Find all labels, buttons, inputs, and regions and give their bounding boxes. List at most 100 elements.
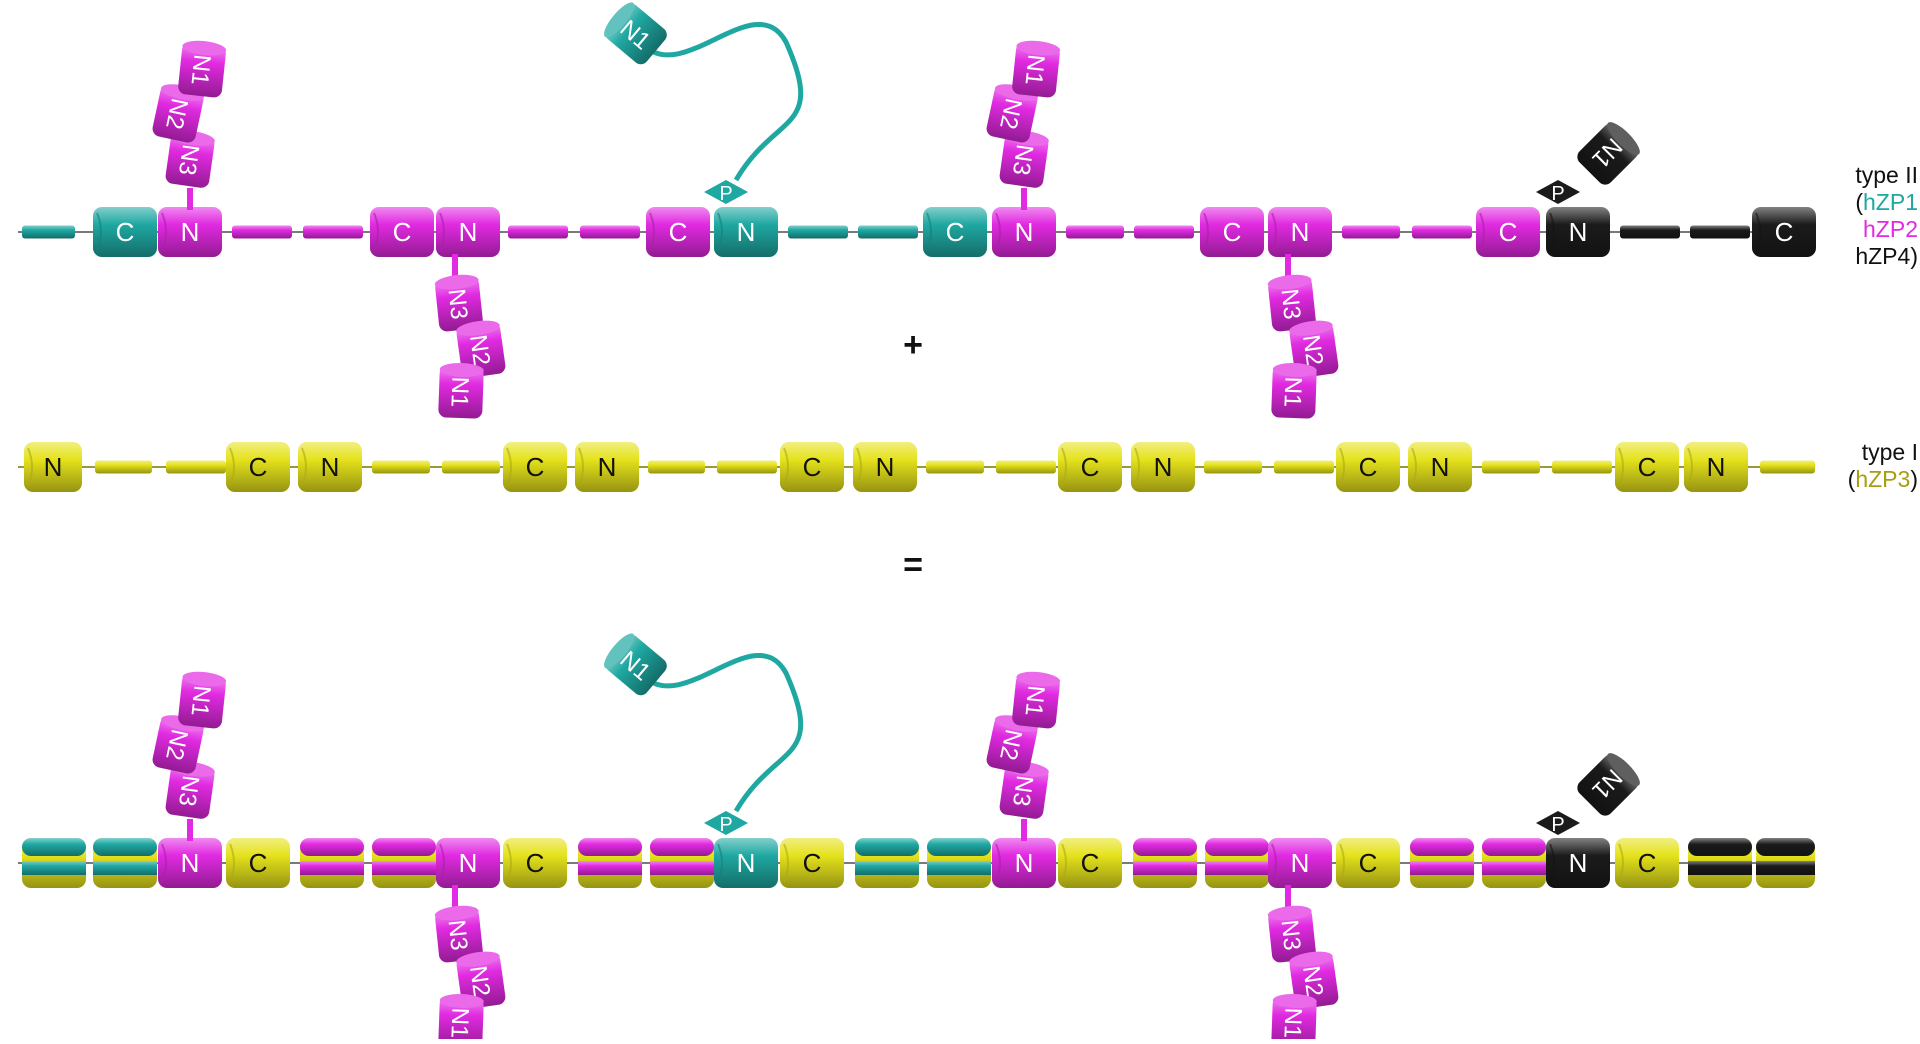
type2-n-domain-0: N — [158, 207, 222, 257]
combined-c-domain-5: C — [1615, 838, 1679, 888]
type2-n-domain-1-label: N — [459, 217, 478, 247]
combined-n-domain-4-label: N — [1291, 848, 1310, 878]
type2-c-domain-3: C — [923, 207, 987, 257]
combined-ext-3-n3-label: N3 — [1007, 774, 1038, 808]
combined-c-domain-3-label: C — [1081, 848, 1100, 878]
combined-n-domain-4: N — [1268, 838, 1332, 888]
combined-pair-1-b — [372, 838, 436, 888]
type2-linker-7 — [1066, 225, 1124, 239]
type1-c-domain-0: C — [226, 442, 290, 492]
type2-ext-5-p-label: P — [1551, 183, 1564, 205]
type1-c-domain-3-label: C — [1081, 452, 1100, 482]
combined-ext-1-n1: N1 — [438, 993, 484, 1044]
type1-n-domain-3-label: N — [876, 452, 895, 482]
combined-n-domain-3: N — [992, 838, 1056, 888]
type2-c-domain-4: C — [1200, 207, 1264, 257]
type2-ext-3-stalk — [1021, 188, 1027, 210]
type1-c-domain-4: C — [1336, 442, 1400, 492]
type1-c-domain-5-label: C — [1638, 452, 1657, 482]
combined-c-domain-2: C — [780, 838, 844, 888]
type1-c-domain-5: C — [1615, 442, 1679, 492]
combined-c-domain-1: C — [503, 838, 567, 888]
type1-c-domain-4-label: C — [1359, 452, 1378, 482]
type2-ext-2-n1: N1 — [604, 2, 667, 65]
type2-linker-2 — [303, 225, 363, 239]
combined-pair-2-a — [578, 838, 642, 888]
legend-type2-title: type II — [1855, 162, 1918, 188]
type1-linker-3 — [442, 460, 500, 474]
type2-linker-9 — [1342, 225, 1400, 239]
combined-ext-4-stalk — [1285, 885, 1291, 907]
combined-pair-2-b — [650, 838, 714, 888]
type2-ext-3-n3-label: N3 — [1007, 143, 1038, 177]
type1-linker-10 — [1482, 460, 1540, 474]
combined-ext-0-n2-label: N2 — [160, 727, 193, 763]
type1-linker-9 — [1274, 460, 1334, 474]
type2-ext-0-n1: N1 — [178, 40, 227, 98]
type1-c-domain-3: C — [1058, 442, 1122, 492]
equals-operator: = — [903, 546, 923, 584]
type2-ext-4-n1: N1 — [1271, 362, 1317, 419]
legend-hzp3: hZP3 — [1855, 466, 1911, 492]
combined-ext-3-n3: N3 — [999, 761, 1049, 819]
type2-n-domain-4: N — [1268, 207, 1332, 257]
combined-pair-4-b — [1205, 838, 1269, 888]
combined-pair-5-a — [1410, 838, 1474, 888]
type2-ext-3-n2-label: N2 — [994, 96, 1027, 132]
type1-c-domain-2: C — [780, 442, 844, 492]
type1-n-domain-1-label: N — [321, 452, 340, 482]
type2-n-domain-1: N — [436, 207, 500, 257]
combined-ext-5-p-tag — [1536, 811, 1580, 835]
type2-ext-4-n2: N2 — [1289, 320, 1339, 378]
type1-n-domain-5-label: N — [1431, 452, 1450, 482]
type2-ext-3-n1: N1 — [1012, 40, 1061, 98]
combined-ext-4-n1-label: N1 — [1278, 1007, 1306, 1039]
type1-linker-11 — [1552, 460, 1612, 474]
legend-type1: type I (hZP3) — [1848, 439, 1918, 493]
type2-c-domain-3-label: C — [946, 217, 965, 247]
combined-ext-5-p-label: P — [1551, 814, 1564, 836]
legend-type2-open-paren: ( — [1855, 189, 1864, 215]
combined-c-domain-0: C — [226, 838, 290, 888]
type2-linker-5 — [788, 225, 848, 239]
type1-n-domain-5: N — [1408, 442, 1472, 492]
type2-n-domain-2-label: N — [737, 217, 756, 247]
combined-ext-3-n2: N2 — [986, 715, 1039, 774]
combined-ext-0-n3-label: N3 — [173, 774, 204, 808]
type2-c-domain-end: C — [1752, 207, 1816, 257]
type1-n-domain-0-label: N — [44, 452, 63, 482]
type2-ext-1-n3: N3 — [434, 274, 483, 332]
combined-ext-1-n3-label: N3 — [442, 918, 472, 951]
type2-ext-1-stalk — [452, 254, 458, 276]
type2-ext-0-n3-label: N3 — [173, 143, 204, 177]
combined-ext-2-p-label: P — [719, 814, 732, 836]
combined-ext-0-stalk — [187, 819, 193, 841]
type1-c-domain-0-label: C — [249, 452, 268, 482]
combined-ext-4-n3-label: N3 — [1275, 918, 1305, 951]
combined-pair-5-b — [1482, 838, 1546, 888]
combined-n-domain-2-label: N — [737, 848, 756, 878]
combined-ext-2-p-tag — [704, 811, 748, 835]
type2-ext-3-n1-label: N1 — [1019, 53, 1049, 86]
plus-operator: + — [903, 326, 923, 364]
type2-linker-11 — [1620, 225, 1680, 239]
type2-linker-1 — [232, 225, 292, 239]
combined-ext-3-n1-label: N1 — [1019, 684, 1049, 717]
type2-c-domain-5: C — [1476, 207, 1540, 257]
type1-c-domain-1-label: C — [526, 452, 545, 482]
combined-ext-2-n1: N1 — [604, 633, 667, 696]
type2-ext-1-n1-label: N1 — [445, 376, 473, 408]
legend-type2: type II (hZP1 hZP2 hZP4) — [1855, 162, 1918, 270]
type2-linker-4 — [580, 225, 640, 239]
combined-pair-4-a — [1133, 838, 1197, 888]
combined-ext-5-n1: N1 — [1577, 753, 1640, 816]
type2-linker-3 — [508, 225, 568, 239]
combined-c-domain-0-label: C — [249, 848, 268, 878]
legend-hzp4: hZP4 — [1855, 243, 1911, 269]
type2-ext-1-n1: N1 — [438, 362, 484, 419]
type1-linker-4 — [648, 460, 705, 474]
combined-pair-0-b — [93, 838, 157, 888]
legend-hzp1: hZP1 — [1863, 189, 1918, 215]
combined-ext-3-n2-label: N2 — [994, 727, 1027, 763]
